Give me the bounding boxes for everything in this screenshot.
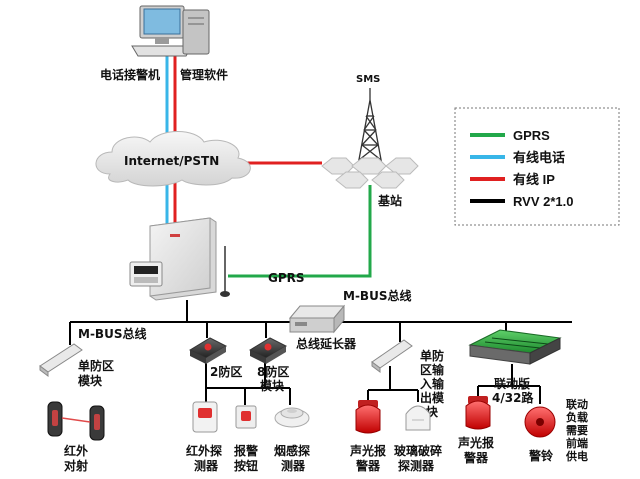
alarm-bell-icon	[524, 406, 556, 438]
single-zone-io-module-icon	[371, 339, 413, 373]
label-internet: Internet/PSTN	[124, 154, 219, 168]
label-single-zone-module: 单防区 模块	[78, 358, 118, 388]
base-station-hexes	[321, 157, 419, 189]
legend-label-ip: 有线 IP	[513, 172, 555, 187]
label-ir-detector: 红外探 测器	[186, 443, 226, 473]
label-siren-2: 声光报 警器	[457, 435, 498, 465]
alarm-panel-icon	[129, 217, 230, 301]
bus-extender-icon	[288, 304, 346, 334]
siren-icon	[465, 396, 491, 430]
zone2-module-icon	[188, 337, 228, 364]
zone8-module-icon	[248, 337, 288, 364]
legend-label-gprs: GPRS	[513, 128, 550, 143]
label-alarm-button: 报警 按钮	[234, 443, 262, 473]
alarm-button-icon	[235, 405, 257, 429]
legend-label-phone: 有线电话	[513, 150, 565, 165]
label-base-station: 基站	[377, 193, 402, 208]
label-smoke-detector: 烟感探 测器	[274, 443, 314, 473]
label-zone8-module: 8防区 模块	[257, 364, 294, 393]
legend-label-rvv: RVV 2*1.0	[513, 194, 573, 209]
legend: GPRS 有线电话 有线 IP RVV 2*1.0	[454, 107, 620, 226]
label-mbus-main: M-BUS总线	[343, 288, 411, 303]
label-gprs-link: GPRS	[268, 271, 305, 285]
computer-icon	[131, 5, 210, 57]
label-linkage-board: 联动版 4/32路	[492, 376, 534, 405]
ir-detector-icon	[192, 401, 218, 433]
label-bus-extender: 总线延长器	[296, 336, 357, 351]
gprs-line	[228, 185, 372, 278]
label-phone-receiver: 电话接警机	[100, 67, 160, 82]
single-zone-module-icon	[39, 343, 83, 377]
siren-icon	[355, 400, 381, 434]
smoke-detector-icon	[274, 407, 310, 428]
label-sms: SMS	[356, 74, 380, 85]
glass-break-detector-icon	[405, 405, 431, 431]
label-management-software: 管理软件	[180, 67, 228, 82]
label-zone2: 2防区	[210, 364, 242, 379]
label-mbus-left: M-BUS总线	[78, 326, 146, 341]
linkage-board-icon	[468, 329, 562, 365]
label-glass-break-detector: 玻璃破碎 探测器	[394, 443, 446, 473]
label-bell: 警铃	[528, 448, 554, 463]
radio-tower-icon	[357, 88, 383, 166]
label-ir-beam: 红外 对射	[64, 443, 92, 473]
internet-cloud-icon	[95, 131, 251, 187]
label-linkage-note: 联动 负载 需要 前端 供电	[565, 397, 592, 463]
label-siren-1: 声光报 警器	[349, 443, 390, 473]
ir-beam-icon	[47, 401, 105, 441]
